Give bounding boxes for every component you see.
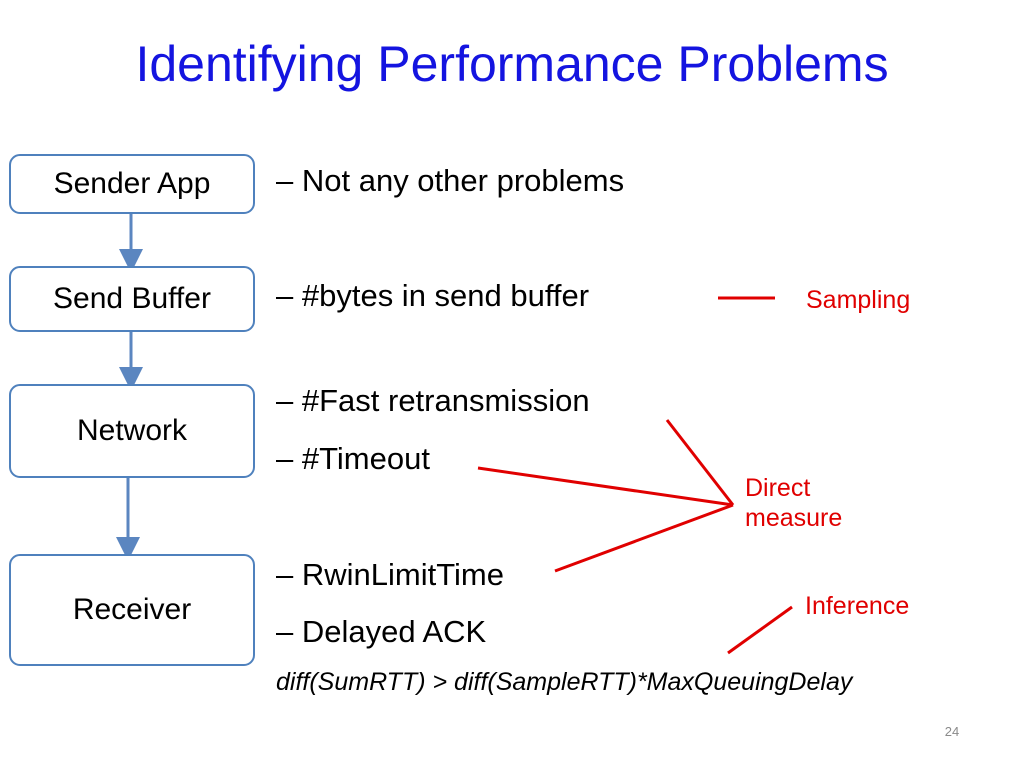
buffer-item: – #bytes in send buffer	[276, 278, 590, 313]
sender-item: – Not any other problems	[276, 163, 625, 198]
network-item-fast-retransmission: – #Fast retransmission	[276, 383, 590, 418]
inference-formula: diff(SumRTT) > diff(SampleRTT)*MaxQueuin…	[276, 668, 853, 696]
slide-title: Identifying Performance Problems	[135, 36, 889, 92]
flow-box-label: Receiver	[72, 593, 192, 626]
flow-box-receiver: Receiver	[9, 554, 255, 666]
flow-box-sender-app: Sender App	[9, 154, 255, 214]
page-number: 24	[944, 724, 960, 739]
flow-box-send-buffer: Send Buffer	[9, 266, 255, 332]
annotation-inference: Inference	[805, 592, 910, 620]
flow-box-label: Send Buffer	[53, 282, 211, 315]
annotation-direct-line-2: measure	[745, 504, 843, 532]
direct-connector-timeout	[477, 466, 734, 507]
network-item-timeout: – #Timeout	[276, 441, 430, 476]
flow-box-network: Network	[9, 384, 255, 478]
inference-connector-line	[727, 605, 793, 655]
annotation-direct-measure: Direct measure	[745, 473, 842, 533]
receiver-item-delayed-ack: – Delayed ACK	[276, 614, 487, 649]
annotation-direct-line-1: Direct	[745, 474, 811, 502]
annotation-sampling: Sampling	[806, 286, 911, 314]
flow-box-label: Network	[76, 414, 188, 447]
flow-box-label: Sender App	[53, 167, 211, 200]
direct-connector-fast-retransmission	[665, 419, 735, 506]
receiver-item-rwin: – RwinLimitTime	[276, 557, 504, 592]
direct-connector-rwin	[554, 503, 734, 573]
